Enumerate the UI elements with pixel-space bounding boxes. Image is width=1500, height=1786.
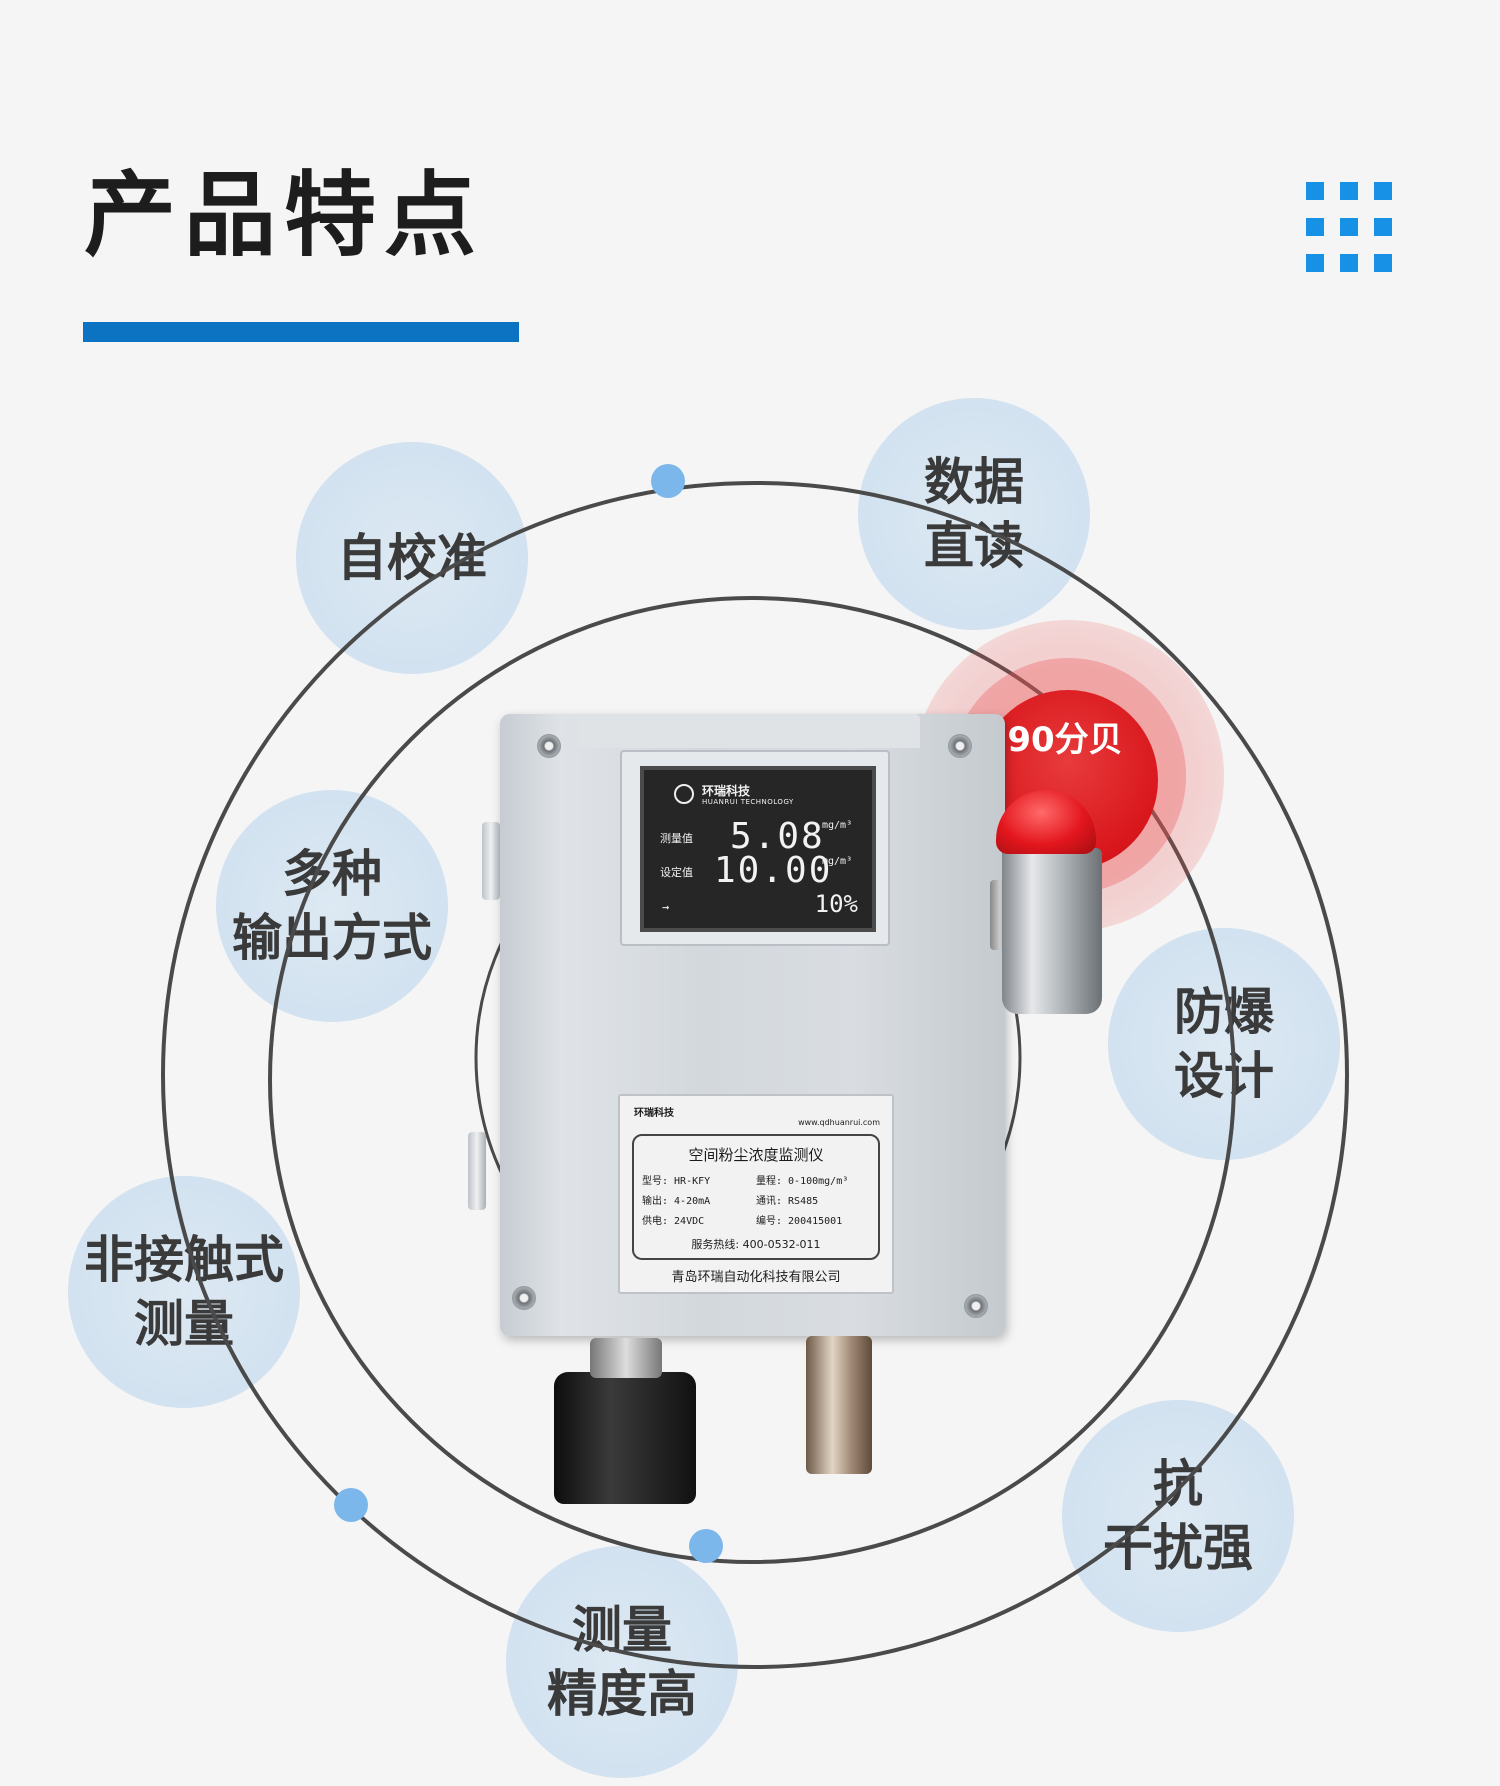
alarm-beacon-body (1002, 848, 1102, 1014)
screw-icon (964, 1294, 988, 1318)
ring-dot-bottom (689, 1529, 723, 1563)
nameplate-brand: 环瑞科技 (634, 1108, 674, 1119)
nameplate-company: 青岛环瑞自动化科技有限公司 (671, 1270, 841, 1285)
lcd-measured-value: 5.08 (730, 816, 825, 857)
feature-self-calibration: 自校准 (296, 442, 528, 674)
feature-anti-interference: 抗 干扰强 (1062, 1400, 1294, 1632)
outer-ring (161, 481, 1349, 1669)
sensor-probe (554, 1372, 696, 1504)
screw-icon (537, 734, 561, 758)
middle-ring (268, 596, 1236, 1564)
lcd-brand-en: HUANRUI TECHNOLOGY (702, 798, 794, 806)
hinge-bottom (468, 1132, 486, 1210)
hinge-top (482, 822, 500, 900)
nameplate-power: 供电: 24VDC (642, 1216, 705, 1227)
lcd-setpoint-value: 10.00 (714, 850, 833, 891)
feature-non-contact: 非接触式 测量 (68, 1176, 300, 1408)
ring-dot-top (651, 464, 685, 498)
device-top-lip (580, 714, 920, 748)
nameplate-spec-box: 空间粉尘浓度监测仪 型号: HR-KFY 量程: 0-100mg/m³ 输出: … (632, 1134, 880, 1260)
lcd-setpoint-unit: mg/m³ (822, 856, 853, 867)
brand-logo-icon (674, 784, 694, 804)
feature-multi-output: 多种 输出方式 (216, 790, 448, 1022)
screw-icon (512, 1286, 536, 1310)
nameplate-serial: 编号: 200415001 (756, 1216, 843, 1227)
lcd-setpoint-label: 设定值 (660, 866, 693, 879)
cable-gland (806, 1336, 872, 1474)
feature-multi-output-label: 多种 输出方式 (232, 845, 432, 967)
feature-self-calibration-label: 自校准 (337, 529, 487, 587)
feature-explosion-proof-label: 防爆 设计 (1174, 983, 1274, 1105)
ring-dot-bottom-left (334, 1488, 368, 1522)
nameplate-comm: 通讯: RS485 (756, 1196, 819, 1207)
lcd-percent: 10% (814, 890, 858, 918)
nameplate-model: 型号: HR-KFY (642, 1176, 711, 1187)
nameplate-website: www.qdhuanrui.com (798, 1118, 880, 1127)
sensor-probe-top (590, 1338, 662, 1378)
lcd-display: 环瑞科技 HUANRUI TECHNOLOGY 测量值 5.08 mg/m³ 设… (640, 766, 876, 932)
nameplate-range: 量程: 0-100mg/m³ (756, 1176, 849, 1187)
grid-dots-icon (1306, 182, 1394, 272)
nameplate-hotline: 服务热线: 400-0532-011 (691, 1238, 821, 1251)
lcd-arrow-icon: → (662, 900, 670, 914)
page-title: 产品特点 (84, 162, 485, 269)
title-underline (83, 322, 519, 342)
lcd-brand: 环瑞科技 (702, 784, 751, 798)
nameplate: 环瑞科技 www.qdhuanrui.com 空间粉尘浓度监测仪 型号: HR-… (618, 1094, 894, 1294)
feature-high-precision-label: 测量 精度高 (547, 1601, 697, 1723)
feature-direct-reading: 数据 直读 (858, 398, 1090, 630)
nameplate-title: 空间粉尘浓度监测仪 (688, 1146, 824, 1164)
lcd-measured-unit: mg/m³ (822, 820, 853, 831)
lcd-measured-label: 测量值 (660, 832, 693, 845)
dust-monitor-device: 环瑞科技 HUANRUI TECHNOLOGY 测量值 5.08 mg/m³ 设… (468, 714, 1005, 1336)
alarm-decibel-label: 90分贝 (1007, 720, 1123, 760)
feature-high-precision: 测量 精度高 (506, 1546, 738, 1778)
nameplate-output: 输出: 4-20mA (642, 1196, 711, 1207)
screw-icon (948, 734, 972, 758)
feature-explosion-proof: 防爆 设计 (1108, 928, 1340, 1160)
